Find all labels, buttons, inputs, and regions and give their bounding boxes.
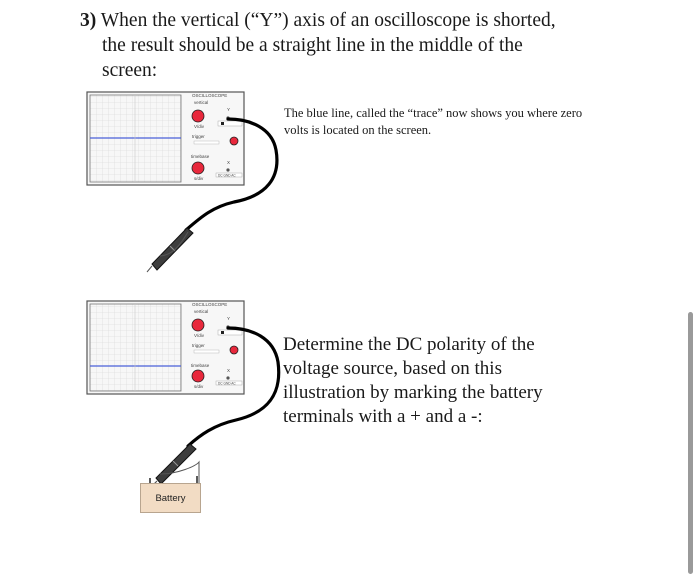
scope-1-trigger-knob	[229, 136, 239, 146]
scope-2-trigger-knob	[229, 345, 239, 355]
scope-2-title: OSCILLOSCOPE	[192, 302, 227, 307]
scope-2-sdiv-label: s/div	[194, 384, 204, 389]
scope-1-sdiv-label: s/div	[194, 176, 204, 181]
scope-1-x-label: X	[227, 160, 230, 165]
question-line-1: When the vertical (“Y”) axis of an oscil…	[100, 10, 556, 31]
question-text: 3) When the vertical (“Y”) axis of an os…	[80, 8, 640, 83]
scope-2-trigger-label: trigger	[192, 343, 205, 348]
scope-1-vertical-label: vertical	[194, 100, 208, 105]
question-line-3: screen:	[102, 60, 158, 81]
oscilloscope-1: OSCILLOSCOPE vertical V/div Y trigger ti…	[86, 91, 279, 273]
battery: Battery	[140, 483, 201, 513]
scope-1-vdiv-knob	[191, 109, 205, 123]
scope-2-x-label: X	[227, 368, 230, 373]
scope-1-trigger-label: trigger	[192, 134, 205, 139]
question-number: 3)	[80, 10, 97, 31]
battery-label: Battery	[155, 492, 186, 504]
vertical-scrollbar[interactable]	[688, 312, 693, 574]
question-line-2: the result should be a straight line in …	[102, 35, 523, 56]
scope-1-dc-gnd-ac: DC GND AC	[218, 174, 236, 178]
scope-1-y-label: Y	[227, 107, 230, 112]
scope-1-probe-clip	[146, 231, 189, 273]
scope-2-probe-cable	[186, 326, 281, 448]
scope-2-vdiv-label: V/div	[194, 333, 205, 338]
scope-2-ground-clip	[159, 460, 200, 484]
scope-2-timebase-label: timebase	[191, 363, 210, 368]
scope-1-sdiv-knob	[191, 161, 205, 175]
figure-2-caption: Determine the DC polarity of the voltage…	[283, 334, 543, 427]
scope-2-sdiv-knob	[191, 369, 205, 383]
scope-1-probe-cable	[184, 117, 279, 232]
scope-2-dc-gnd-ac: DC GND AC	[218, 382, 236, 386]
scope-2-vertical-label: vertical	[194, 309, 208, 314]
oscilloscope-2: OSCILLOSCOPE vertical V/div Y trigger ti…	[86, 300, 281, 487]
scope-2-screen	[89, 303, 182, 392]
figure-1-caption: The blue line, called the “trace” now sh…	[284, 106, 583, 137]
scope-2-vdiv-knob	[191, 318, 205, 332]
scope-2-y-label: Y	[227, 316, 230, 321]
scope-1-timebase-label: timebase	[191, 154, 210, 159]
scope-1-vdiv-label: V/div	[194, 124, 205, 129]
scope-1-title: OSCILLOSCOPE	[192, 93, 227, 98]
